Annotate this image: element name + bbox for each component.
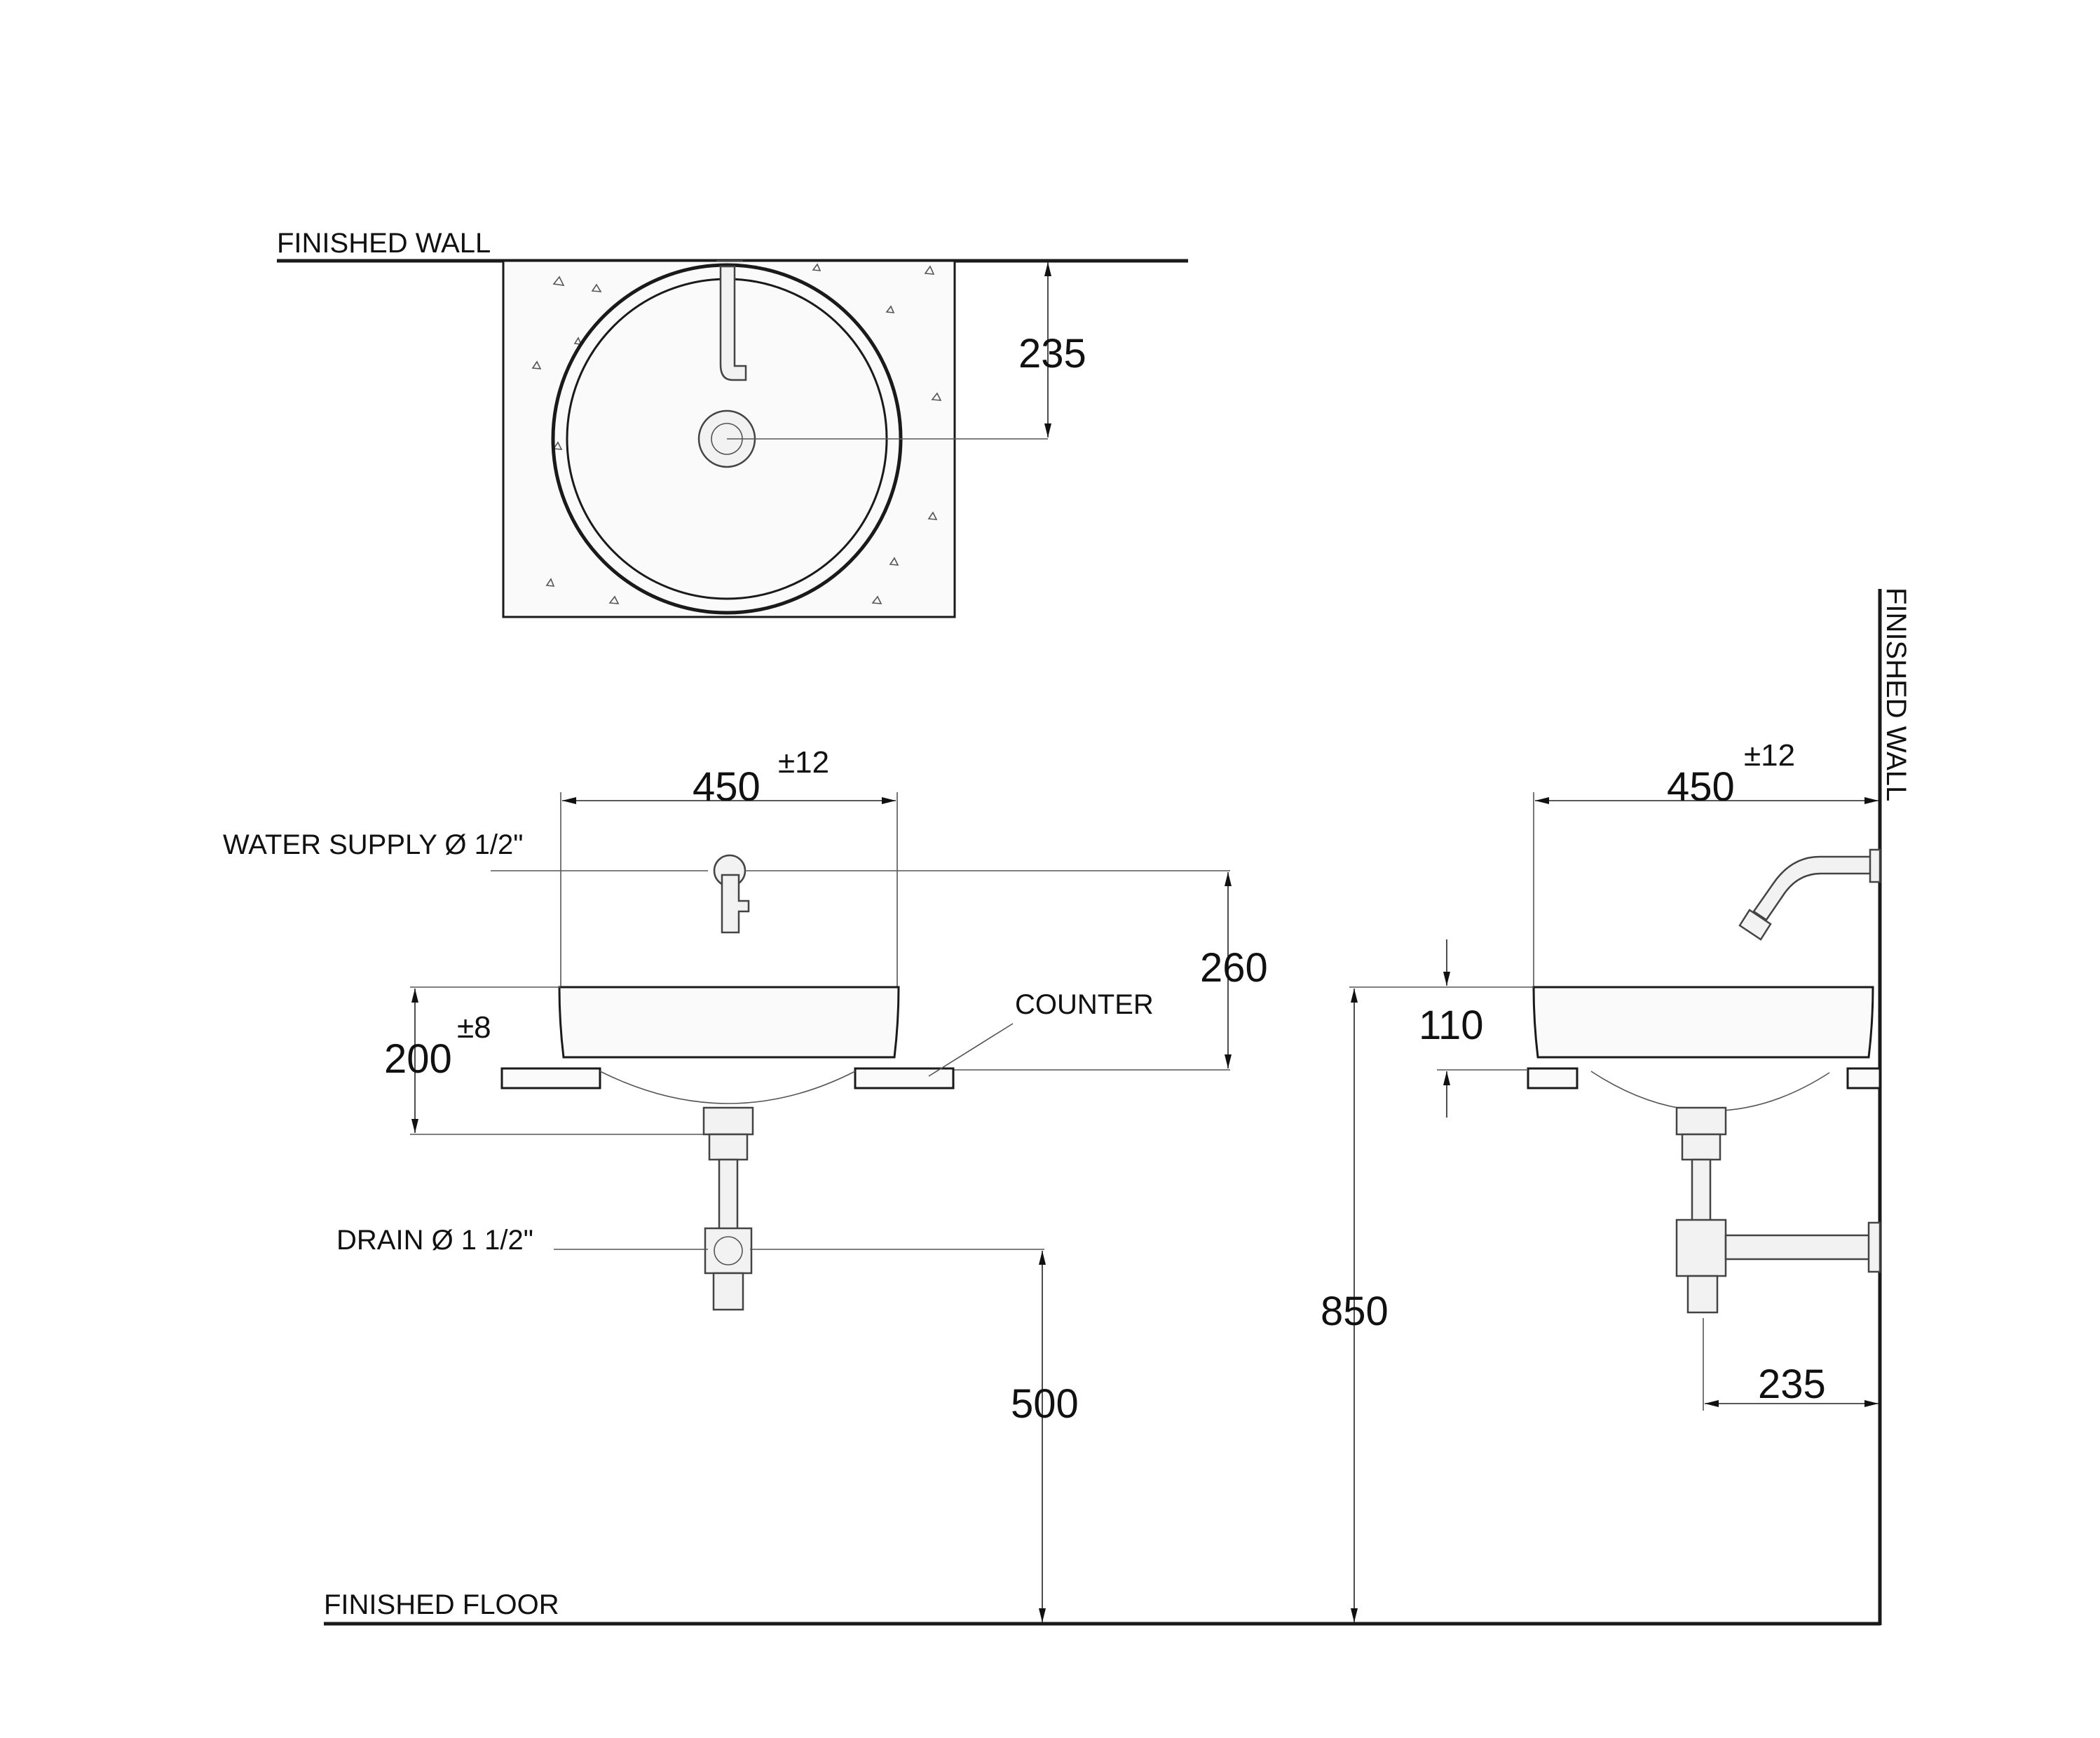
- counter-texture: [531, 263, 942, 604]
- finished-floor-label: FINISHED FLOOR: [324, 1589, 559, 1620]
- drain-label: DRAIN Ø 1 1/2": [336, 1225, 533, 1256]
- counter-left-front: [500, 1067, 601, 1089]
- dim-850-text: 850: [1321, 1289, 1389, 1334]
- basin-underside-side: [1590, 1071, 1830, 1112]
- dim-450-side-tol: ±12: [1744, 738, 1795, 773]
- counter-label: COUNTER: [1015, 989, 1154, 1020]
- faucet-aerator-side: [1738, 909, 1772, 941]
- drain-trap-front: [702, 1106, 754, 1311]
- counter-left-side: [1527, 1067, 1579, 1089]
- counter-leader: [928, 1023, 1014, 1077]
- water-supply-label: WATER SUPPLY Ø 1/2": [223, 829, 523, 860]
- counter-right-side: [1846, 1067, 1881, 1089]
- front-view: WATER SUPPLY Ø 1/2" 450 ±12 260 COUNTER …: [223, 745, 1268, 1622]
- dim-450-front-tol: ±12: [778, 745, 829, 780]
- plan-view: FINISHED WALL 235: [277, 228, 1188, 618]
- drain-trap-side: [1675, 1106, 1881, 1314]
- basin-underside-front: [599, 1071, 856, 1104]
- spout-plan: [719, 265, 747, 381]
- dim-450-side-text: 450: [1667, 764, 1735, 810]
- dim-235-plan-text: 235: [1018, 331, 1086, 376]
- dim-450-front-text: 450: [693, 764, 761, 810]
- side-view: 450 ±12 110 850 235: [1321, 738, 1881, 1622]
- dim-260-text: 260: [1200, 945, 1268, 991]
- faucet-spout-front: [721, 874, 750, 934]
- dim-200-text: 200: [384, 1036, 452, 1082]
- dim-235-side-text: 235: [1758, 1362, 1826, 1407]
- finished-wall-label-side: FINISHED WALL: [1881, 588, 1911, 801]
- basin-body-front: [558, 986, 900, 1059]
- dim-500-text: 500: [1011, 1381, 1079, 1427]
- faucet-spout-side: [1752, 855, 1880, 921]
- dim-110-text: 110: [1419, 1003, 1483, 1048]
- basin-body-side: [1532, 986, 1874, 1059]
- faucet-flange-side: [1869, 848, 1881, 883]
- dim-200-tol: ±8: [457, 1010, 491, 1045]
- finished-wall-label-top: FINISHED WALL: [277, 228, 491, 259]
- counter-right-front: [854, 1067, 955, 1089]
